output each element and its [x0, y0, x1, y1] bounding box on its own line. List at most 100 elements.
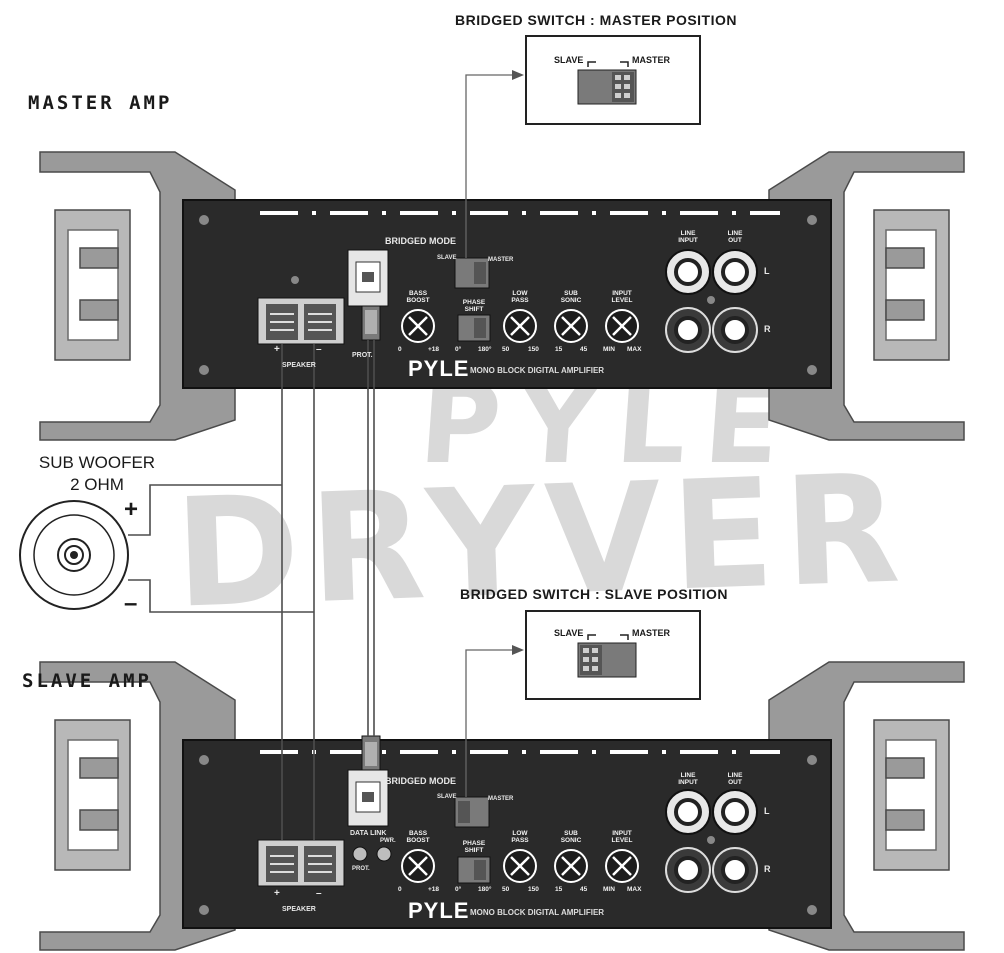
slave-line-out-label: LINE OUT [719, 772, 751, 786]
master-low-min: 50 [502, 346, 510, 353]
slave-data-link-label: DATA LINK [350, 830, 387, 837]
master-bass-boost-label: BASS BOOST [403, 290, 433, 304]
master-low-pass-line1: LOW [512, 290, 528, 297]
slave-brand-logo: PYLE [408, 898, 470, 923]
slave-sub-sonic-line1: SUB [564, 830, 578, 837]
master-line-out-line2: OUT [728, 237, 742, 244]
master-input-level-line2: LEVEL [611, 297, 633, 304]
master-sub-min: 15 [555, 346, 563, 353]
slave-speaker-plus: + [274, 888, 280, 899]
slave-bass-boost-line1: BASS [408, 830, 428, 837]
master-line-input-label: LINE INPUT [672, 230, 704, 244]
slave-bass-min: 0 [398, 886, 402, 893]
master-speaker-minus: – [316, 344, 322, 355]
master-bass-max: +18 [428, 346, 440, 353]
slave-input-level-line1: INPUT [612, 830, 632, 837]
master-input-level-label: INPUT LEVEL [607, 290, 637, 304]
subwoofer-label: SUB WOOFER 2 OHM [2, 452, 192, 496]
slave-low-pass-line2: PASS [511, 837, 529, 844]
subwoofer-label-line2: 2 OHM [70, 475, 124, 494]
subwoofer-label-line1: SUB WOOFER [38, 453, 156, 472]
master-speaker-label: SPEAKER [282, 362, 316, 369]
master-phase-min: 0° [455, 346, 462, 353]
slave-callout-master-label: MASTER [632, 628, 670, 638]
master-callout-box [525, 35, 701, 125]
slave-phase-max: 180° [478, 886, 492, 893]
master-sub-max: 45 [580, 346, 588, 353]
slave-bass-boost-label: BASS BOOST [403, 830, 433, 844]
rca-jacks [665, 249, 758, 353]
master-bass-min: 0 [398, 346, 402, 353]
master-bridged-mode-label: BRIDGED MODE [385, 236, 457, 246]
master-amp-label: MASTER AMP [28, 92, 173, 114]
slave-callout-slave-label: SLAVE [554, 628, 584, 638]
master-channel-l: L [764, 266, 770, 276]
master-phase-max: 180° [478, 346, 492, 353]
slave-line-input-line2: INPUT [678, 779, 698, 786]
slave-bridged-mode-label: BRIDGED MODE [385, 776, 457, 786]
master-sub-sonic-label: SUB SONIC [556, 290, 586, 304]
master-phase-shift-line2: SHIFT [464, 306, 484, 313]
slave-sub-sonic-label: SUB SONIC [556, 830, 586, 844]
slave-speaker-minus: – [316, 888, 322, 899]
slave-low-pass-label: LOW PASS [505, 830, 535, 844]
master-prot-label: PROT. [352, 352, 373, 359]
master-bass-boost-line2: BOOST [406, 297, 430, 304]
master-sub-sonic-line1: SUB [564, 290, 578, 297]
slave-bass-boost-line2: BOOST [406, 837, 430, 844]
master-callout-master-label: MASTER [632, 55, 670, 65]
master-low-max: 150 [528, 346, 539, 353]
master-brand-subtitle: MONO BLOCK DIGITAL AMPLIFIER [470, 366, 605, 375]
master-line-input-line1: LINE [680, 230, 696, 237]
slave-speaker-label: SPEAKER [282, 906, 316, 913]
slave-brand-subtitle: MONO BLOCK DIGITAL AMPLIFIER [470, 908, 605, 917]
slave-channel-r: R [764, 864, 771, 874]
slave-sub-max: 45 [580, 886, 588, 893]
slave-sub-sonic-line2: SONIC [560, 837, 582, 844]
master-amp-drawing [39, 151, 965, 441]
subwoofer-drawing [19, 500, 129, 610]
master-panel [182, 199, 832, 389]
slave-amp-drawing [39, 661, 965, 951]
master-input-level-line1: INPUT [612, 290, 632, 297]
slave-phase-shift-label: PHASE SHIFT [459, 840, 489, 854]
master-sub-sonic-line2: SONIC [560, 297, 582, 304]
slave-prot-label: PROT. [352, 866, 370, 872]
subwoofer-plus-label: + [124, 496, 139, 523]
slave-amp-label: SLAVE AMP [22, 670, 152, 692]
master-switch-master-label: MASTER [488, 257, 514, 263]
master-input-max: MAX [627, 346, 642, 353]
slave-line-out-line1: LINE [727, 772, 743, 779]
speaker-wires [128, 340, 375, 840]
master-speaker-plus: + [274, 344, 280, 355]
master-line-input-line2: INPUT [678, 237, 698, 244]
slave-callout-box [525, 610, 701, 700]
master-bass-boost-line1: BASS [408, 290, 428, 297]
slave-panel [182, 739, 832, 929]
master-callout-slave-label: SLAVE [554, 55, 584, 65]
slave-input-min: MIN [603, 886, 615, 893]
slave-input-level-line2: LEVEL [611, 837, 633, 844]
rca-jacks [665, 789, 758, 893]
slave-line-input-line1: LINE [680, 772, 696, 779]
master-callout-title: BRIDGED SWITCH : MASTER POSITION [455, 12, 737, 28]
slave-phase-shift-line1: PHASE [462, 840, 486, 847]
slave-sub-min: 15 [555, 886, 563, 893]
slave-line-out-line2: OUT [728, 779, 742, 786]
master-low-pass-line2: PASS [511, 297, 529, 304]
subwoofer-minus-label: – [124, 590, 138, 617]
master-input-min: MIN [603, 346, 615, 353]
master-brand-logo: PYLE [408, 356, 470, 381]
master-low-pass-label: LOW PASS [505, 290, 535, 304]
master-switch-slave-label: SLAVE [437, 255, 457, 261]
callout-leaders [465, 74, 514, 797]
slave-switch-master-label: MASTER [488, 796, 514, 802]
slave-switch-slave-label: SLAVE [437, 794, 457, 800]
master-phase-shift-line1: PHASE [462, 299, 486, 306]
slave-low-max: 150 [528, 886, 539, 893]
slave-channel-l: L [764, 806, 770, 816]
slave-low-pass-line1: LOW [512, 830, 528, 837]
slave-callout-title: BRIDGED SWITCH : SLAVE POSITION [460, 586, 729, 602]
slave-low-min: 50 [502, 886, 510, 893]
